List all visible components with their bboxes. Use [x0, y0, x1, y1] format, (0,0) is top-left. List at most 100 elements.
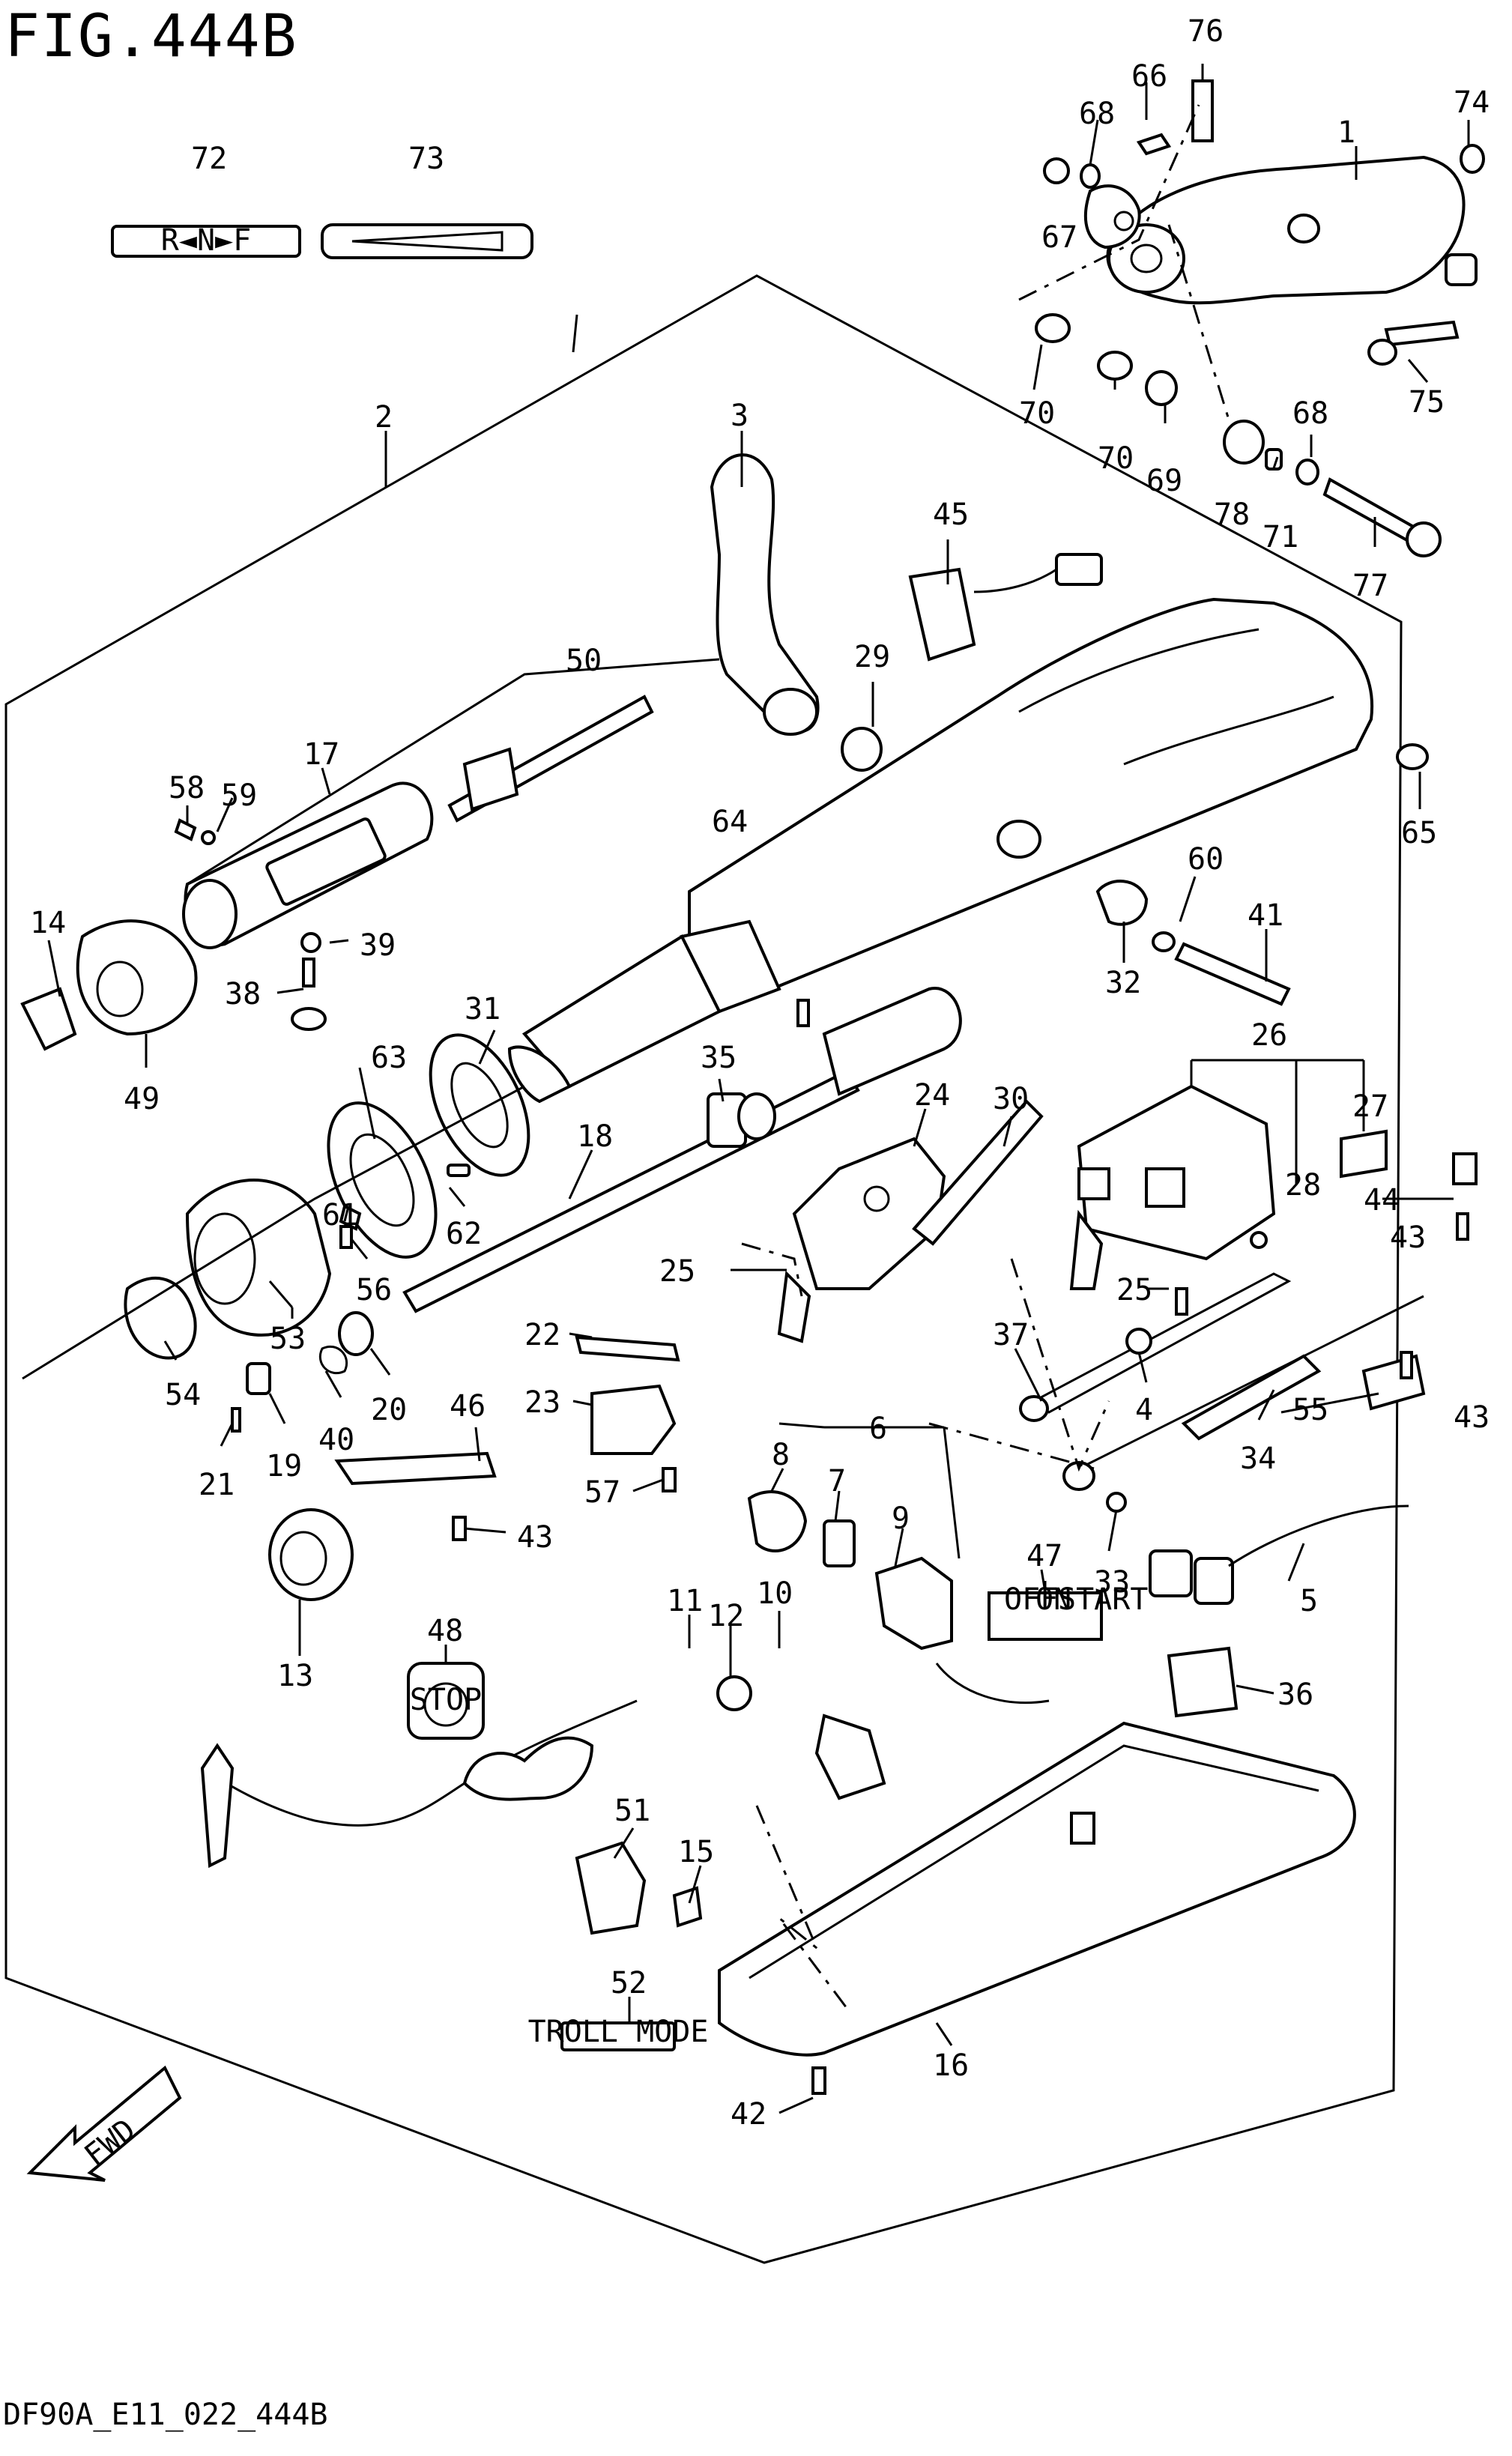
- assembly-guide-lines: [22, 658, 720, 1380]
- callout-70b: 70: [1098, 441, 1134, 476]
- fasteners: [318, 553, 1469, 2095]
- callout-70a: 70: [1019, 396, 1055, 431]
- callout-72: 72: [191, 142, 227, 176]
- callout-4: 4: [1135, 1393, 1153, 1427]
- callout-42: 42: [731, 2097, 766, 2132]
- callout-65: 65: [1401, 816, 1437, 850]
- callout-30: 30: [993, 1082, 1029, 1116]
- callout-7: 7: [828, 1464, 846, 1498]
- callout-37: 37: [993, 1318, 1029, 1352]
- callout-75: 75: [1409, 385, 1445, 420]
- switch-decal-start: START: [1058, 1582, 1148, 1617]
- construction-lines: [741, 1242, 1110, 2009]
- fwd-arrow: FWD: [26, 2065, 182, 2182]
- callout-43b: 43: [1390, 1221, 1426, 1255]
- part-50-spring: [447, 695, 654, 823]
- callout-11: 11: [667, 1584, 703, 1618]
- part-36-plate: [1167, 1646, 1239, 1718]
- stop-lanyard: [200, 1675, 886, 1869]
- callout-39: 39: [360, 928, 396, 963]
- callout-77: 77: [1352, 569, 1388, 603]
- end-cover: [124, 1179, 332, 1433]
- switch-decal-on: ON: [1035, 1582, 1071, 1617]
- callout-58: 58: [169, 771, 205, 805]
- stop-decal: STOP: [407, 1662, 485, 1740]
- callout-68a: 68: [1079, 97, 1115, 131]
- trim-decal: [321, 223, 533, 259]
- callout-5: 5: [1300, 1584, 1318, 1618]
- callout-25a: 25: [659, 1254, 695, 1289]
- callout-14: 14: [30, 906, 66, 940]
- callout-18: 18: [577, 1119, 613, 1154]
- callout-40: 40: [318, 1423, 354, 1457]
- callout-25b: 25: [1116, 1273, 1152, 1307]
- callout-67: 67: [1041, 220, 1077, 255]
- callout-22: 22: [524, 1318, 560, 1352]
- callout-20: 20: [371, 1393, 407, 1427]
- key-switch: [747, 1490, 1050, 1704]
- callout-55: 55: [1292, 1393, 1328, 1427]
- troll-decal-text: TROLL MODE: [528, 2015, 709, 2049]
- callout-41: 41: [1248, 898, 1283, 933]
- interlock-housing: [1069, 1084, 1478, 1290]
- figure-code: DF90A_E11_022_444B: [3, 2398, 328, 2432]
- callout-6: 6: [869, 1412, 887, 1446]
- callout-62: 62: [446, 1217, 482, 1251]
- callout-31: 31: [465, 992, 501, 1026]
- callout-54: 54: [165, 1378, 201, 1412]
- control-cables: [1019, 1272, 1426, 1513]
- callout-78: 78: [1214, 497, 1250, 532]
- callout-50: 50: [566, 644, 602, 678]
- stop-decal-text: STOP: [410, 1683, 482, 1717]
- callout-12: 12: [708, 1599, 744, 1633]
- wiring-harness: [1149, 1504, 1409, 1605]
- callout-43c: 43: [1454, 1400, 1490, 1435]
- callout-3: 3: [731, 399, 749, 433]
- callout-33: 33: [1094, 1565, 1130, 1600]
- troll-switch: TROLL MODE: [528, 1841, 709, 2051]
- assembly-boundary: [4, 274, 1403, 2264]
- callout-61: 61: [322, 1198, 358, 1232]
- callout-28: 28: [1285, 1168, 1321, 1203]
- callout-32: 32: [1105, 966, 1141, 1000]
- callout-10: 10: [757, 1576, 793, 1611]
- callout-49: 49: [124, 1082, 160, 1116]
- callout-23: 23: [524, 1385, 560, 1420]
- callout-numbers: 1 2 3 4 5 6 7 8 9 10 11 12 13 14 15 16 1…: [30, 14, 1490, 2132]
- callout-35: 35: [701, 1041, 737, 1075]
- callout-76: 76: [1188, 14, 1224, 49]
- callout-9: 9: [892, 1501, 910, 1536]
- main-housing: [507, 597, 1374, 1104]
- callout-17: 17: [303, 737, 339, 772]
- callout-57: 57: [584, 1475, 620, 1510]
- bracket-group: [1018, 79, 1485, 557]
- callout-27: 27: [1352, 1089, 1388, 1124]
- callout-59: 59: [221, 778, 257, 813]
- callout-2: 2: [375, 400, 393, 435]
- callout-34: 34: [1240, 1442, 1276, 1476]
- callout-66: 66: [1131, 59, 1167, 94]
- callout-26: 26: [1251, 1018, 1287, 1053]
- callout-53: 53: [270, 1322, 306, 1356]
- callout-64: 64: [712, 805, 748, 839]
- shift-shaft: [402, 987, 962, 1313]
- callout-56: 56: [356, 1273, 392, 1307]
- callout-38: 38: [225, 977, 261, 1011]
- shift-decal: R◄N►F: [111, 223, 301, 258]
- callout-47: 47: [1026, 1539, 1062, 1573]
- callout-68b: 68: [1292, 396, 1328, 431]
- callout-36: 36: [1277, 1678, 1313, 1712]
- callout-24: 24: [914, 1078, 950, 1113]
- figure-title: FIG.444B: [4, 3, 298, 70]
- buzzer: [268, 1508, 354, 1601]
- callout-51: 51: [614, 1794, 650, 1828]
- switch-decal-off: OFF: [1004, 1582, 1058, 1617]
- callout-71: 71: [1262, 520, 1298, 554]
- callout-63: 63: [371, 1041, 407, 1075]
- callout-52: 52: [611, 1966, 647, 2000]
- callout-73: 73: [408, 142, 444, 176]
- grip-assembly: [20, 781, 434, 1051]
- callout-29: 29: [854, 640, 890, 674]
